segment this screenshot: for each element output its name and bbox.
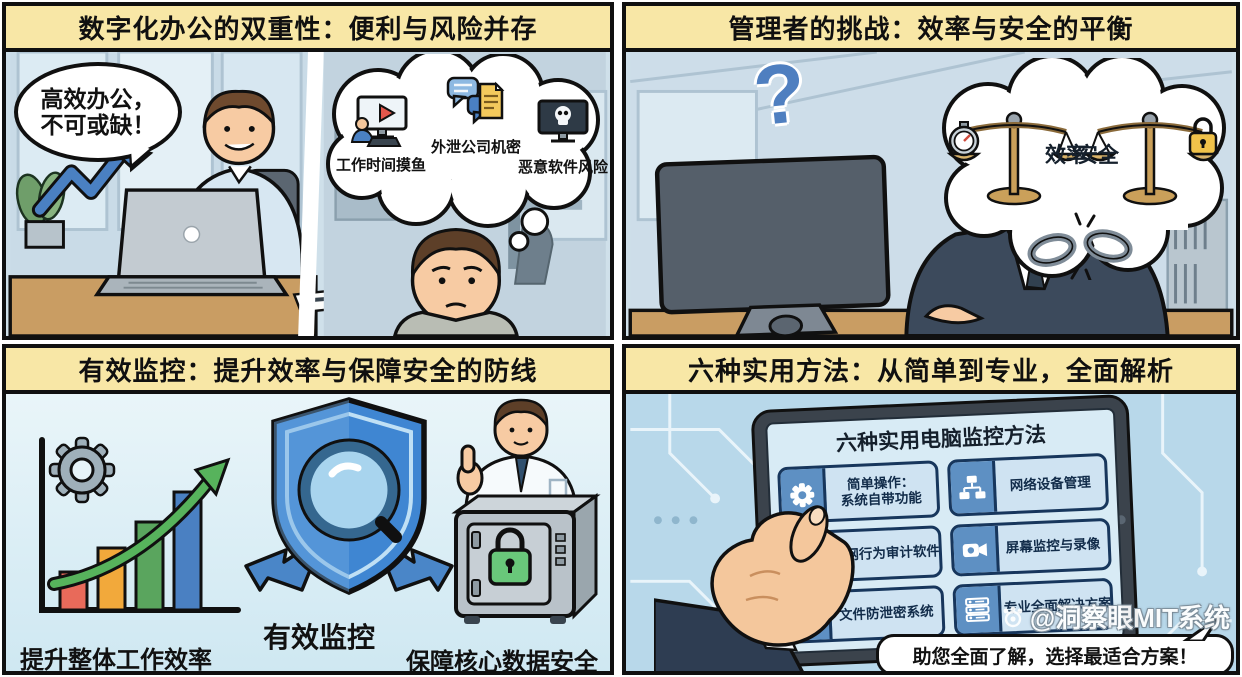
safe-icon	[451, 493, 601, 624]
panel-effective-monitoring: 有效监控：提升效率与保障安全的防线	[2, 344, 614, 675]
gear-icon	[48, 436, 116, 504]
method-button-network: 网络设备管理	[946, 452, 1110, 517]
gold-padlock-icon	[1188, 117, 1218, 156]
method-label: 网络设备管理	[1009, 474, 1092, 493]
method-button-screen: 屏幕监控与录像	[949, 517, 1112, 577]
risk-leak-label: 外泄公司机密	[431, 139, 522, 156]
panel2-scene: ?	[626, 52, 1236, 336]
stopwatch-icon	[948, 121, 980, 157]
thumb-up-icon	[456, 444, 484, 496]
panel3-title: 有效监控：提升效率与保障安全的防线	[6, 348, 610, 394]
green-lock-icon	[488, 527, 532, 586]
shield-magnifier-icon	[244, 397, 454, 595]
scale-security-label: 安全	[1077, 143, 1120, 167]
efficiency-label: 提升整体工作效率	[20, 647, 212, 671]
method-button-solution: 专业全面解决方案	[951, 577, 1115, 637]
risk-slacking-label: 工作时间摸鱼	[336, 157, 427, 174]
hand-holding-tablet	[654, 505, 855, 671]
watermark: @洞察眼MIT系统	[1001, 598, 1230, 635]
risk-leak: 外泄公司机密	[431, 74, 521, 157]
method-label: 屏幕监控与录像	[1005, 536, 1101, 556]
panel-duality: 数字化办公的双重性：便利与风险并存	[2, 2, 614, 340]
panel3-scene: 提升整体工作效率 有效监控 保障核心数据安全	[6, 394, 610, 671]
speech-line1: 高效办公，	[40, 85, 156, 112]
laptop-icon	[93, 188, 290, 297]
method-button-system: 简单操作： 系统自带功能	[777, 460, 940, 525]
panel-six-methods: 六种实用方法：从简单到专业，全面解析	[622, 344, 1240, 675]
balance-thought-cloud: 效率 安全	[942, 58, 1226, 280]
panel1-title: 数字化办公的双重性：便利与风险并存	[6, 6, 610, 52]
monitor-label: 有效监控	[263, 622, 376, 653]
efficiency-scale-icon	[946, 111, 1084, 206]
safe-guard-icon	[451, 398, 601, 624]
cta-banner: 助您全面了解，选择最适合方案！	[876, 615, 1234, 671]
cta-text: 助您全面了解，选择最适合方案！	[912, 646, 1198, 668]
speech-bubble: 高效办公， 不可或缺！	[14, 62, 182, 162]
efficiency-chart-icon	[39, 436, 241, 613]
network-icon	[949, 460, 997, 514]
skull-monitor-icon	[537, 99, 589, 143]
watermark-text: @洞察眼MIT系统	[1029, 603, 1230, 633]
security-scale-icon	[1082, 111, 1220, 206]
scale-efficiency-label: 效率	[1045, 143, 1087, 167]
speech-line2: 不可或缺！	[40, 112, 156, 138]
panel-manager-challenge: 管理者的挑战：效率与安全的平衡	[622, 2, 1240, 340]
leak-chat-doc-icon	[446, 76, 505, 125]
banner-tail	[1182, 615, 1221, 641]
risk-malware-label: 恶意软件风险	[518, 159, 609, 176]
question-mark: ?	[749, 52, 811, 144]
screen-record-icon	[952, 525, 1000, 574]
worried-employee	[392, 228, 519, 336]
watermark-logo-icon	[1003, 606, 1023, 627]
video-slacking-icon	[350, 95, 408, 147]
panel4-scene: 六种实用电脑监控方法 简单操作： 系统自带功能	[626, 394, 1236, 671]
risk-malware: 恶意软件风险	[518, 98, 608, 177]
panel2-title: 管理者的挑战：效率与安全的平衡	[626, 6, 1236, 52]
security-label: 保障核心数据安全	[406, 649, 598, 671]
panel1-scene: 高效办公， 不可或缺！	[6, 52, 610, 336]
server-icon	[954, 585, 1002, 634]
gear-icon	[780, 468, 828, 522]
monitor-icon	[654, 154, 891, 336]
panel4-title: 六种实用方法：从简单到专业，全面解析	[626, 348, 1236, 394]
broken-chain-icon	[1027, 212, 1133, 280]
risk-slacking: 工作时间摸鱼	[336, 94, 426, 175]
